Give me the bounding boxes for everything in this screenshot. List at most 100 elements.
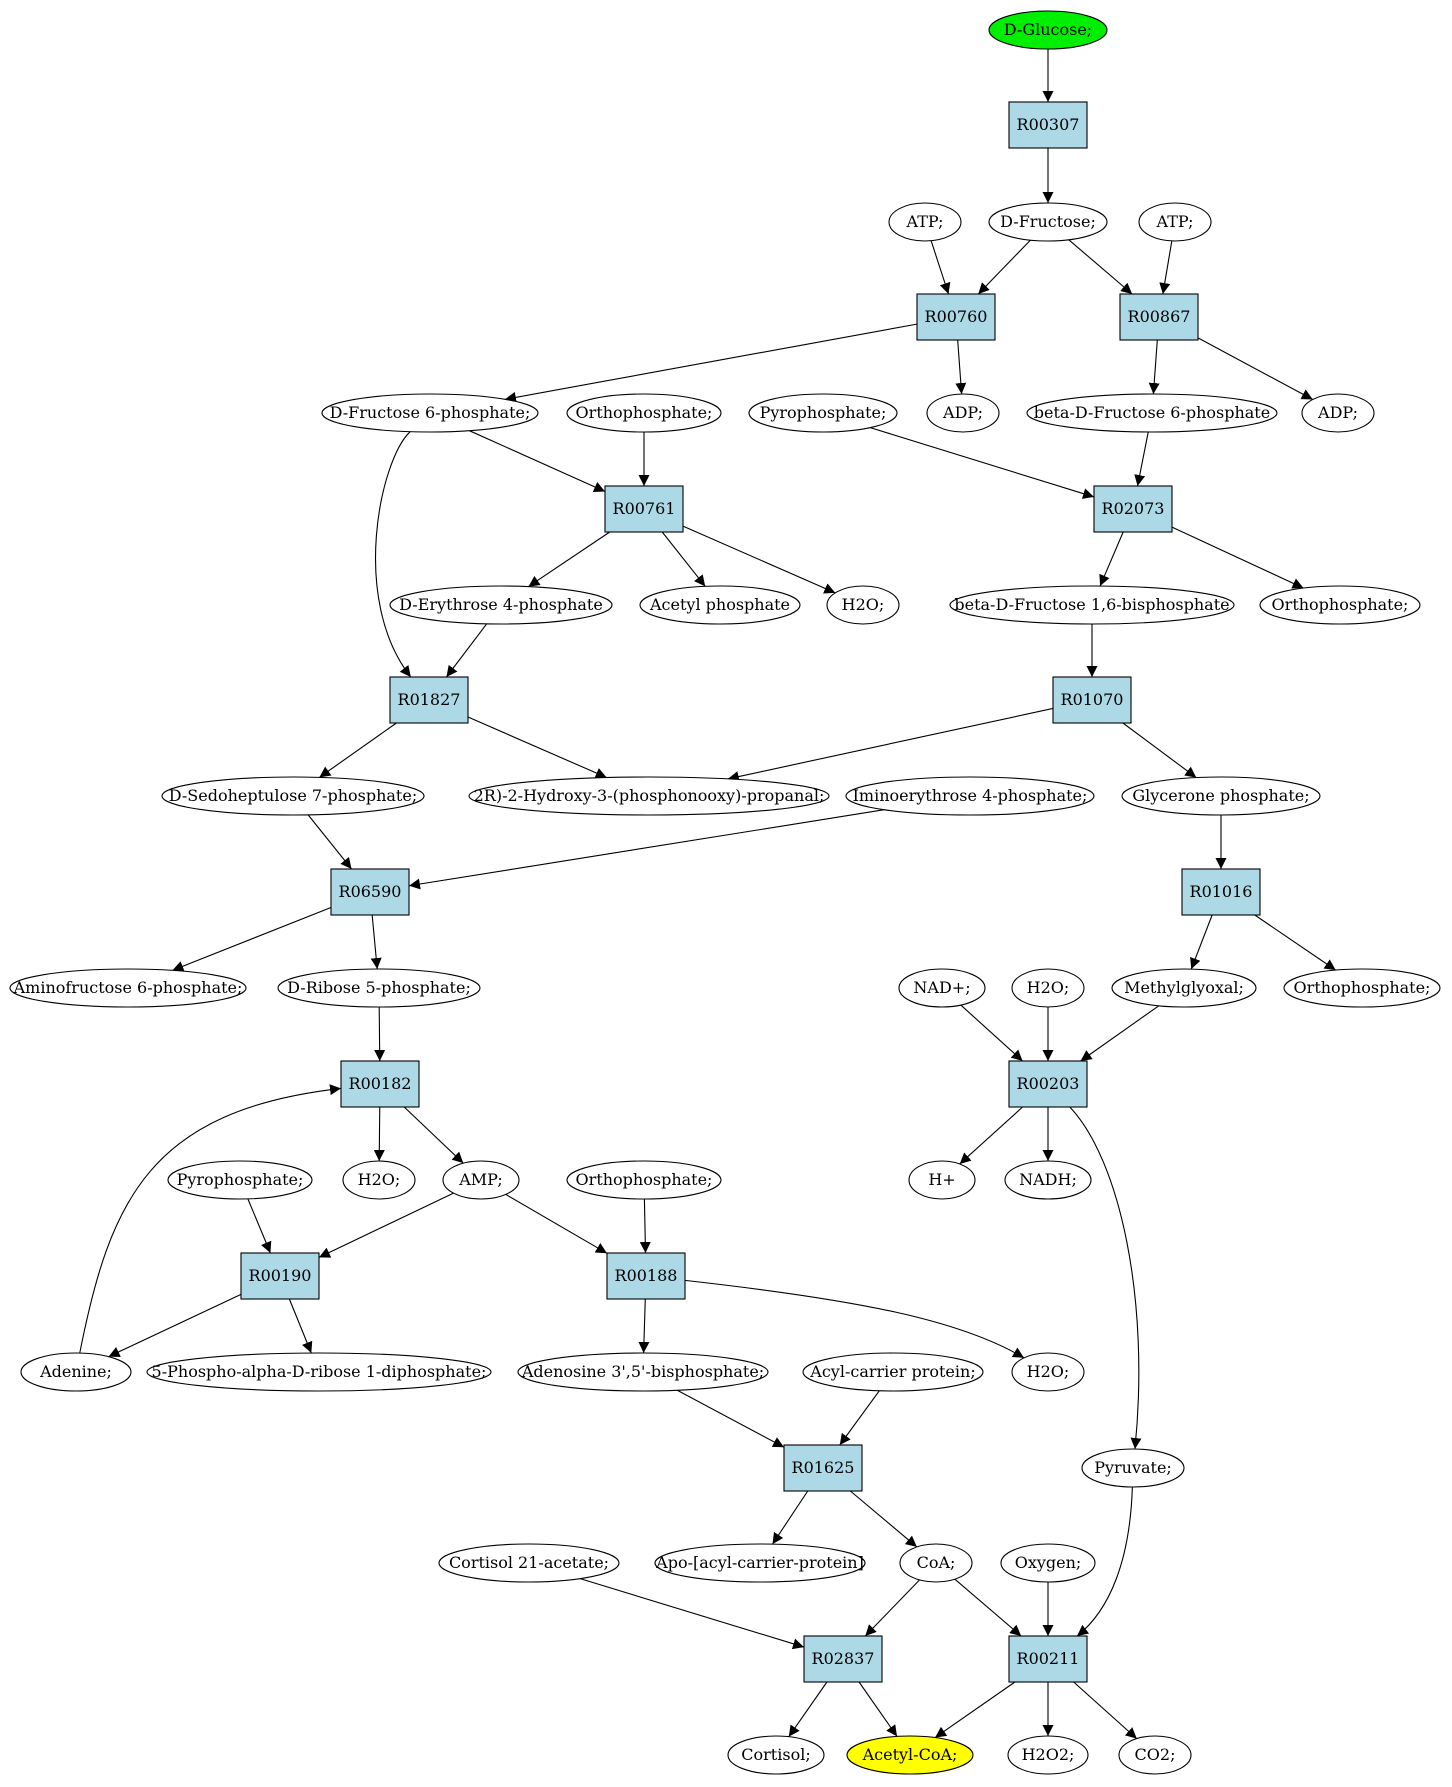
reaction-label: R02073 <box>1102 499 1165 518</box>
compound-ellipse <box>167 1160 313 1200</box>
edge-r00211-to-acetylcoa <box>934 1681 1016 1739</box>
compound-node-amino: Aminofructose 6-phosphate; <box>9 968 247 1008</box>
compound-label: Acetyl-CoA; <box>862 1745 958 1764</box>
edge-r00211-to-co2 <box>1073 1681 1138 1740</box>
compound-node-pyroB: Pyrophosphate; <box>167 1160 313 1200</box>
reaction-node-r00307: R00307 <box>1008 101 1088 149</box>
reaction-label: R01625 <box>792 1458 855 1477</box>
compound-label: H+ <box>928 1170 955 1189</box>
compound-node-hplus: H+ <box>908 1160 976 1200</box>
compound-label: Orthophosphate; <box>1272 595 1409 614</box>
compound-ellipse <box>898 968 986 1008</box>
compound-ellipse <box>926 393 1000 433</box>
reaction-node-r00760: R00760 <box>916 293 996 341</box>
edge-r01625-to-apoacp <box>772 1490 809 1545</box>
edge-r06590-to-r5p <box>370 914 382 970</box>
edge-r00190-to-adenine <box>108 1293 242 1358</box>
compound-ellipse <box>161 776 425 816</box>
compound-label: NAD+; <box>913 978 970 997</box>
compound-label: Orthophosphate; <box>576 1170 713 1189</box>
compound-label: H2O; <box>842 595 885 614</box>
compound-label: D-Erythrose 4-phosphate <box>399 595 603 614</box>
edge-r01827-to-s7p <box>319 722 397 778</box>
compound-label: Pyrophosphate; <box>760 403 887 422</box>
edge-pap-to-r01625 <box>677 1389 785 1448</box>
edge-r00203-to-hplus <box>959 1106 1023 1165</box>
compound-ellipse <box>1121 776 1321 816</box>
reaction-box <box>1008 1635 1088 1683</box>
compound-label: Apo-[acyl-carrier-protein] <box>655 1553 864 1572</box>
edge-r00203-to-pyruvate <box>1069 1106 1142 1450</box>
compound-label: D-Fructose 6-phosphate; <box>330 403 531 422</box>
reaction-label: R00760 <box>925 307 988 326</box>
compound-ellipse <box>1138 202 1212 242</box>
reaction-node-r06590: R06590 <box>330 868 410 916</box>
compound-label: 5-Phospho-alpha-D-ribose 1-diphosphate; <box>152 1362 487 1381</box>
reaction-label: R00867 <box>1128 307 1191 326</box>
compound-node-imino: Iminoerythrose 4-phosphate; <box>845 776 1095 816</box>
compound-ellipse <box>846 1735 974 1775</box>
compound-ellipse <box>1301 393 1375 433</box>
reaction-label: R00190 <box>249 1266 312 1285</box>
compound-ellipse <box>949 585 1235 625</box>
reaction-box <box>330 868 410 916</box>
reaction-node-r02073: R02073 <box>1093 485 1173 533</box>
compound-node-pyruvate: Pyruvate; <box>1081 1448 1185 1488</box>
compound-label: Adenine; <box>39 1362 112 1381</box>
reaction-node-r00867: R00867 <box>1119 293 1199 341</box>
compound-ellipse <box>277 968 481 1008</box>
reaction-node-r00188: R00188 <box>606 1252 686 1300</box>
compound-ellipse <box>1081 1448 1185 1488</box>
compound-label: Cortisol 21-acetate; <box>449 1553 609 1572</box>
compound-node-f6p: D-Fructose 6-phosphate; <box>321 393 539 433</box>
compound-node-acp: Acyl-carrier protein; <box>802 1352 984 1392</box>
reaction-label: R00761 <box>613 499 676 518</box>
compound-node-adpA: ADP; <box>926 393 1000 433</box>
compound-node-glucose: D-Glucose; <box>988 10 1108 50</box>
reaction-box <box>1008 101 1088 149</box>
compound-ellipse <box>802 1352 984 1392</box>
compound-label: D-Fructose; <box>1000 212 1096 231</box>
compound-ellipse <box>1259 585 1421 625</box>
reaction-box <box>916 293 996 341</box>
compound-label: Methylglyoxal; <box>1124 978 1244 997</box>
compound-ellipse <box>1011 1352 1085 1392</box>
compound-node-fructose: D-Fructose; <box>988 202 1108 242</box>
compound-ellipse <box>1004 1160 1092 1200</box>
edge-r00761-to-acetylP <box>661 531 706 587</box>
compound-label: Aminofructose 6-phosphate; <box>13 978 243 997</box>
compound-ellipse <box>988 10 1108 50</box>
compound-ellipse <box>908 1160 976 1200</box>
compound-ellipse <box>888 202 962 242</box>
compound-label: ADP; <box>1317 403 1358 422</box>
edge-atp1-to-r00760 <box>930 240 951 295</box>
edge-r02073-to-fbp <box>1099 531 1124 587</box>
compound-node-orthoD: Orthophosphate; <box>566 1160 722 1200</box>
compound-label: Adenosine 3',5'-bisphosphate; <box>521 1362 764 1381</box>
reaction-node-r00182: R00182 <box>340 1060 420 1108</box>
compound-ellipse <box>1111 968 1257 1008</box>
edge-nad-to-r00203 <box>960 1004 1023 1062</box>
edge-r00188-to-h2oD <box>684 1279 1025 1359</box>
compound-ellipse <box>342 1160 416 1200</box>
edge-f6p-to-r01827 <box>375 431 412 678</box>
compound-node-dhap: Glycerone phosphate; <box>1121 776 1321 816</box>
edge-bf6p-to-r02073 <box>1134 431 1149 487</box>
compound-node-bf6p: beta-D-Fructose 6-phosphate <box>1026 393 1278 433</box>
compound-node-apoacp: Apo-[acyl-carrier-protein] <box>654 1543 866 1583</box>
reaction-box <box>240 1252 320 1300</box>
edge-e4p-to-r01827 <box>445 623 488 678</box>
reaction-node-r00211: R00211 <box>1008 1635 1088 1683</box>
edge-r01625-to-coa <box>850 1490 918 1548</box>
compound-node-co2: CO2; <box>1118 1735 1192 1775</box>
compound-label: ADP; <box>942 403 983 422</box>
reaction-label: R00211 <box>1017 1649 1080 1668</box>
compound-ellipse <box>566 1160 722 1200</box>
reaction-label: R01827 <box>398 690 461 709</box>
compound-ellipse <box>389 585 613 625</box>
compound-node-cortac: Cortisol 21-acetate; <box>438 1543 620 1583</box>
reaction-node-r00203: R00203 <box>1008 1060 1088 1108</box>
compound-label: Orthophosphate; <box>1294 978 1431 997</box>
edge-r02073-to-orthoB <box>1171 526 1304 589</box>
